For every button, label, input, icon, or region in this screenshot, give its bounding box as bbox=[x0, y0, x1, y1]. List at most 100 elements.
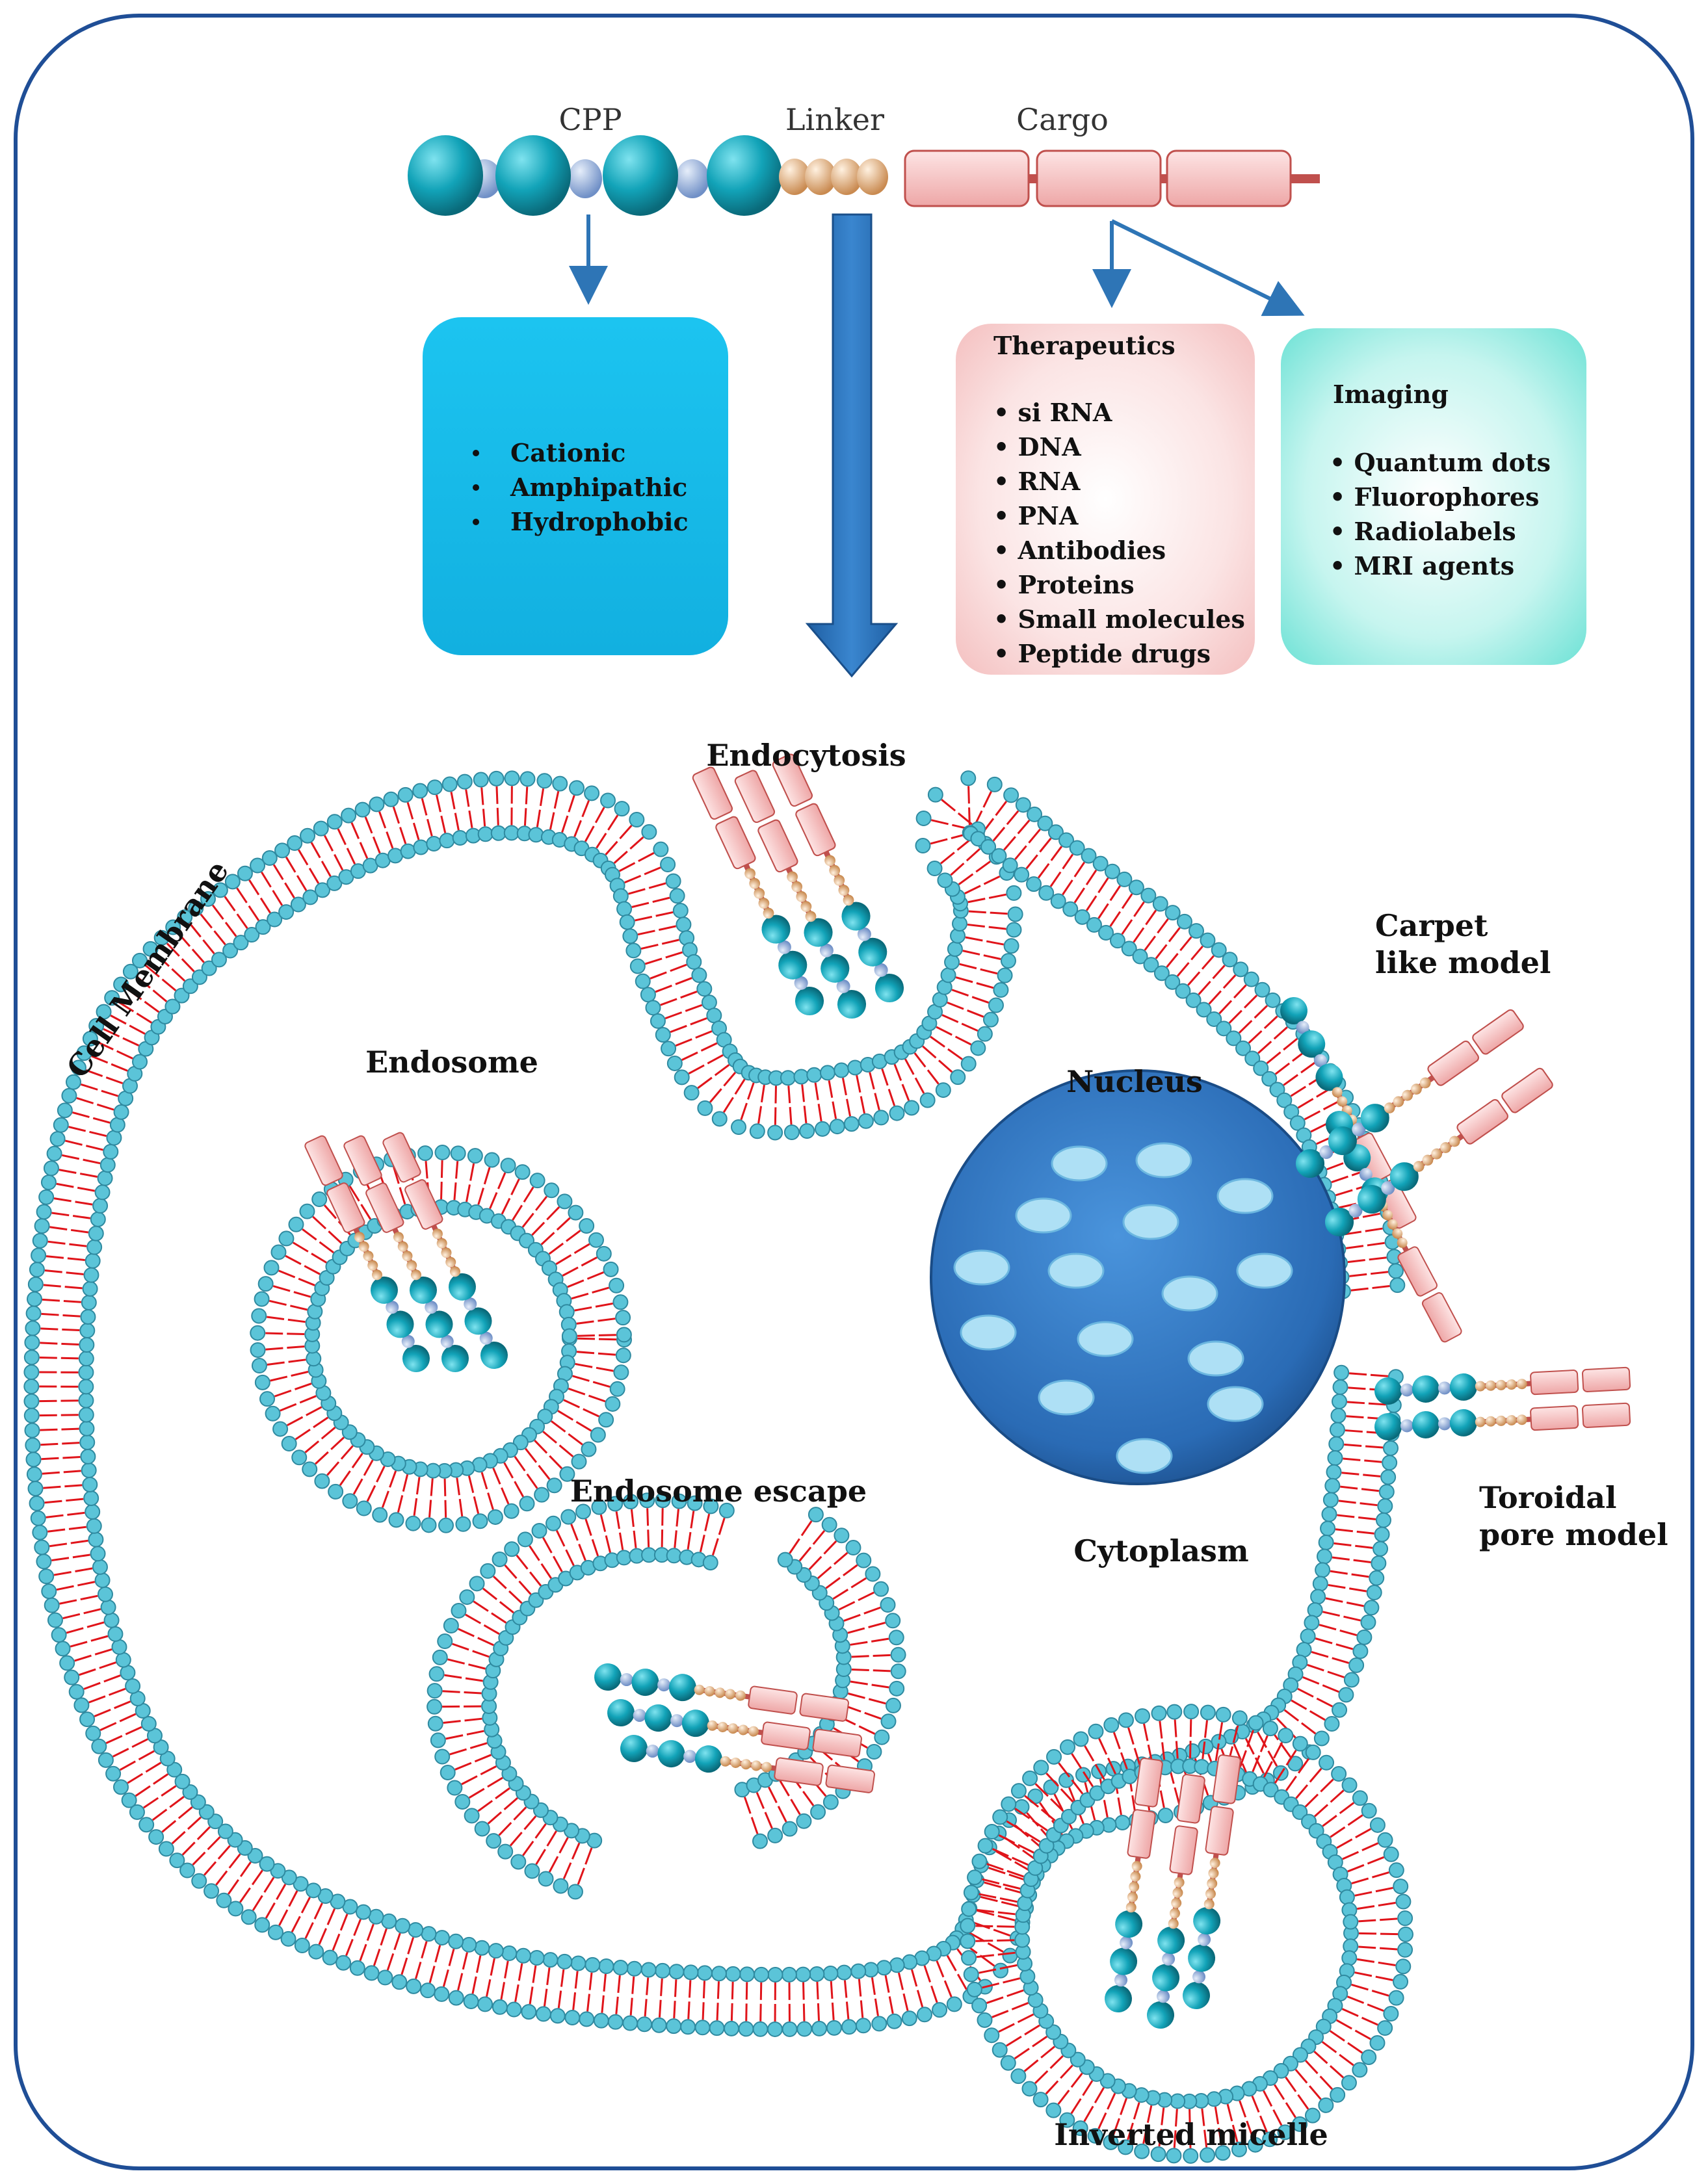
lipid-tail bbox=[486, 1979, 492, 1997]
lipid-tail bbox=[1050, 1798, 1064, 1812]
lipid-head bbox=[80, 1308, 96, 1325]
lipid-tail bbox=[967, 898, 986, 904]
lipid-head bbox=[57, 1102, 73, 1119]
lipid-head bbox=[701, 994, 717, 1011]
linker-bead bbox=[363, 1251, 374, 1262]
lipid-head bbox=[567, 1884, 583, 1900]
lipid-head bbox=[1269, 1082, 1285, 1098]
lipid-tail bbox=[477, 1188, 484, 1205]
lipid-tail bbox=[359, 1944, 367, 1961]
cargo-block bbox=[304, 1135, 343, 1186]
lipid-tail bbox=[588, 1394, 606, 1403]
lipid-tail bbox=[480, 1472, 488, 1490]
lipid-tail bbox=[434, 1945, 441, 1963]
lipid-head bbox=[549, 2008, 566, 2024]
lipid-tail bbox=[501, 1487, 510, 1505]
lipid-tail bbox=[1339, 1802, 1355, 1814]
lipid-head bbox=[1265, 992, 1281, 1008]
lipid-tail bbox=[363, 1459, 374, 1476]
lipid-tail bbox=[812, 1529, 826, 1545]
lipid-tail bbox=[1024, 1831, 1041, 1843]
lipid-tail bbox=[477, 1800, 493, 1812]
lipid-tail bbox=[598, 1352, 616, 1356]
lipid-head bbox=[250, 1325, 266, 1341]
lipid-tail bbox=[1109, 911, 1122, 927]
lipid-tail bbox=[823, 1540, 837, 1555]
lipid-head bbox=[111, 1639, 127, 1655]
linker-bead bbox=[728, 1723, 739, 1734]
lipid-tail bbox=[1358, 1919, 1376, 1923]
cpp-small-bead bbox=[676, 159, 709, 198]
lipid-tail bbox=[83, 1158, 101, 1165]
lipid-tail bbox=[1321, 2041, 1337, 2053]
lipid-tail bbox=[217, 1845, 231, 1860]
lipid-tail bbox=[825, 1577, 841, 1589]
cargo-block bbox=[343, 1135, 382, 1186]
lipid-tail bbox=[1272, 2109, 1283, 2126]
lipid-head bbox=[259, 1391, 276, 1407]
linker-bead bbox=[1411, 1084, 1422, 1095]
lipid-tail bbox=[946, 1955, 957, 1971]
lipid-tail bbox=[456, 1477, 460, 1496]
nucleolus bbox=[953, 1249, 1010, 1286]
lipid-tail bbox=[838, 1601, 856, 1611]
lipid-tail bbox=[272, 864, 284, 881]
lipid-head bbox=[598, 1412, 614, 1428]
lipid-tail bbox=[750, 1817, 759, 1834]
linker-bead bbox=[1393, 1096, 1404, 1108]
lipid-head bbox=[456, 774, 473, 790]
lipid-tail bbox=[1356, 1530, 1374, 1535]
nucleolus bbox=[1038, 1379, 1095, 1416]
lipid-head bbox=[94, 1572, 111, 1589]
cpp-bead bbox=[694, 1745, 722, 1773]
cpp-bead bbox=[1449, 1373, 1477, 1401]
lipid-tail bbox=[1198, 980, 1211, 995]
lipid-tail bbox=[64, 1286, 83, 1290]
lipid-tail bbox=[1294, 2068, 1308, 2084]
linker-bead bbox=[402, 1251, 413, 1262]
lipid-tail bbox=[1274, 1062, 1291, 1075]
lipid-tail bbox=[1175, 1741, 1179, 1759]
nucleus bbox=[930, 1069, 1346, 1485]
lipid-head bbox=[434, 1986, 450, 2002]
lipid-tail bbox=[575, 1362, 593, 1368]
lipid-tail bbox=[1351, 1983, 1369, 1991]
lipid-tail bbox=[584, 826, 595, 842]
lipid-tail bbox=[97, 1041, 114, 1050]
lipid-tail bbox=[339, 1470, 351, 1486]
lipid-tail bbox=[998, 1834, 1016, 1844]
cpp-cargo-complex bbox=[1295, 1009, 1524, 1178]
lipid-tail bbox=[1347, 1864, 1365, 1873]
lipid-tail bbox=[171, 1830, 186, 1845]
lipid-tail bbox=[581, 1256, 598, 1267]
lipid-tail bbox=[1355, 1828, 1372, 1839]
lipid-head bbox=[782, 2021, 798, 2037]
lipid-tail bbox=[72, 1111, 90, 1119]
lipid-head bbox=[76, 1045, 92, 1061]
lipid-head bbox=[1348, 1657, 1365, 1673]
lipid-head bbox=[1341, 1950, 1358, 1966]
lipid-tail bbox=[1006, 1820, 1023, 1832]
linker-bead bbox=[717, 1721, 728, 1732]
lipid-tail bbox=[1370, 1373, 1389, 1377]
lipid-tail bbox=[1313, 1804, 1329, 1817]
lipid-head bbox=[488, 770, 505, 786]
lipid-tail bbox=[635, 915, 653, 922]
lipid-head bbox=[984, 1824, 1000, 1840]
lipid-head bbox=[1243, 971, 1259, 987]
lipid-head bbox=[85, 1503, 101, 1520]
lipid-tail bbox=[923, 1965, 932, 1983]
lipid-head bbox=[504, 1541, 520, 1557]
lipid-tail bbox=[568, 1433, 583, 1446]
lipid-tail bbox=[353, 1919, 361, 1936]
lipid-head bbox=[105, 1765, 122, 1782]
lipid-tail bbox=[1155, 944, 1168, 959]
cpp-bead bbox=[1280, 997, 1307, 1024]
lipid-tail bbox=[269, 1299, 287, 1306]
lipid-tail bbox=[59, 1169, 77, 1174]
lipid-head bbox=[568, 1204, 584, 1221]
lipid-tail bbox=[389, 1470, 397, 1488]
lipid-tail bbox=[465, 789, 470, 807]
lipid-tail bbox=[549, 1455, 563, 1470]
lipid-head bbox=[626, 1960, 642, 1977]
